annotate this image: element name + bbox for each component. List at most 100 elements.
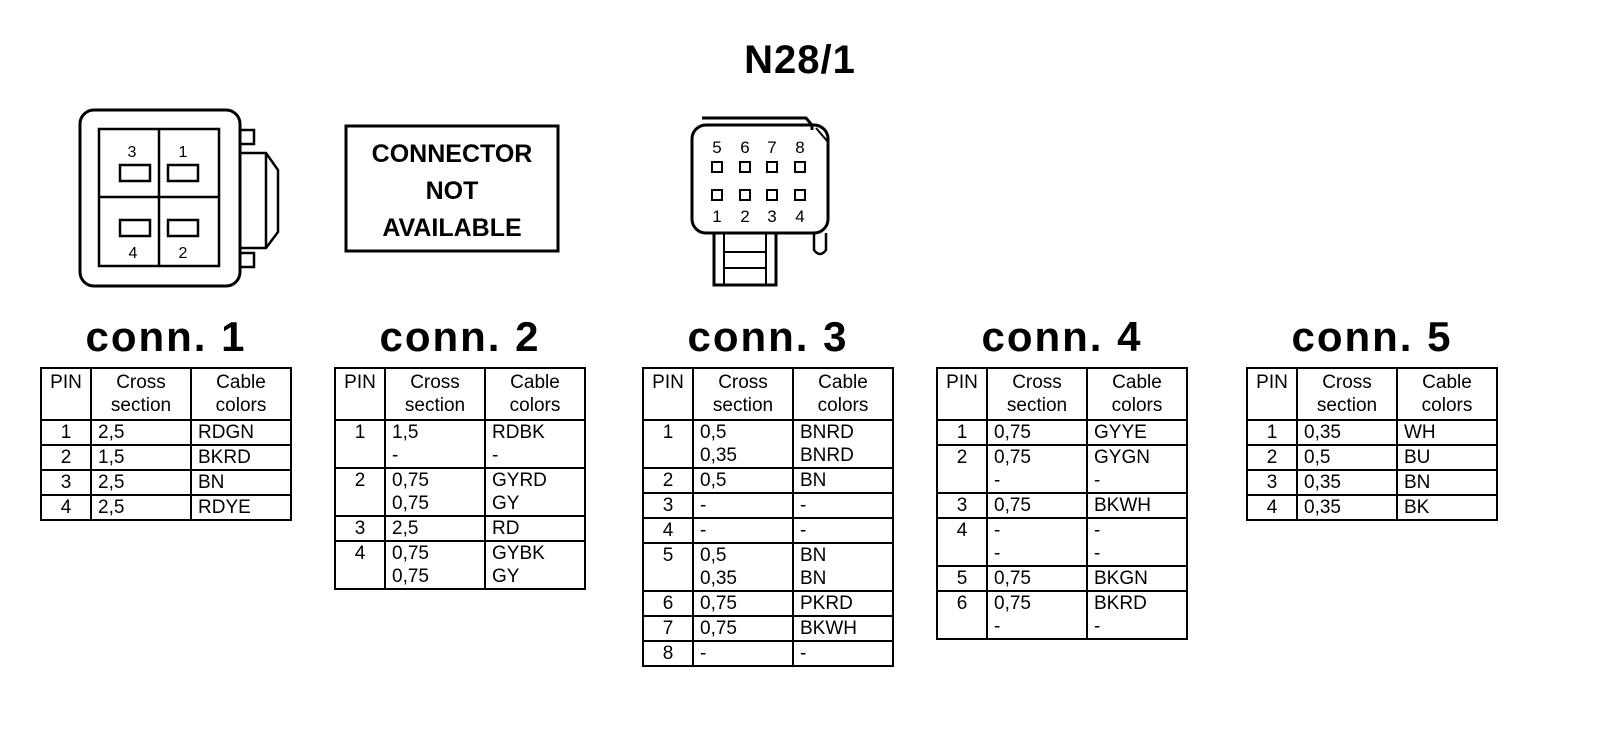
table-header-cross-section: Cross section <box>986 368 1088 421</box>
cross-section-cell: - - <box>986 518 1088 566</box>
table-header-cable-colors: Cable colors <box>484 368 586 421</box>
cable-color-cell: GYBK GY <box>484 541 586 589</box>
connector-not-available-box: CONNECTOR NOT AVAILABLE <box>344 124 560 253</box>
cross-section-cell: - <box>692 518 794 543</box>
cross-section-cell: 2,5 <box>90 470 192 495</box>
pin-cell: 4 <box>334 541 386 589</box>
connector-1-drawing <box>78 108 280 288</box>
table-header-cable-colors: Cable colors <box>190 368 292 421</box>
table-header-pin: PIN <box>642 368 694 421</box>
cross-section-cell: - <box>692 641 794 666</box>
table-header-cable-colors: Cable colors <box>1086 368 1188 421</box>
cable-color-cell: PKRD <box>792 591 894 616</box>
conn-2-heading: conn. 2 <box>379 313 541 360</box>
conn3-pin-label: 5 <box>712 138 721 157</box>
conn3-pin-label: 2 <box>740 207 749 226</box>
cross-section-cell: 0,75 - <box>986 591 1088 639</box>
cross-section-cell: 0,35 <box>1296 495 1398 520</box>
conn3-pin-label: 3 <box>767 207 776 226</box>
table-header-cross-section: Cross section <box>1296 368 1398 421</box>
not-available-line: CONNECTOR <box>372 140 533 168</box>
table-header-pin: PIN <box>1246 368 1298 421</box>
conn-4-heading: conn. 4 <box>981 313 1143 360</box>
conn1-pin-label: 1 <box>179 144 188 161</box>
cable-color-cell: BN <box>1396 470 1498 495</box>
conn-5-heading: conn. 5 <box>1291 313 1453 360</box>
pin-cell: 2 <box>40 445 92 470</box>
pin-cell: 6 <box>936 591 988 639</box>
cross-section-cell: 0,75 <box>692 616 794 641</box>
conn-3-heading: conn. 3 <box>687 313 849 360</box>
table-row: 4- -- - <box>936 518 1188 566</box>
cross-section-cell: 0,5 <box>1296 445 1398 470</box>
pin-cell: 4 <box>1246 495 1298 520</box>
table-header-pin: PIN <box>334 368 386 421</box>
pin-cell: 3 <box>1246 470 1298 495</box>
conn1-pin-label: 3 <box>128 144 137 161</box>
diagram-title: N28/1 <box>744 38 856 82</box>
cross-section-cell: 0,75 0,75 <box>384 468 486 516</box>
pin-cell: 1 <box>642 420 694 468</box>
not-available-line: NOT <box>426 177 479 205</box>
pin-cell: 5 <box>936 566 988 591</box>
pin-cell: 2 <box>936 445 988 493</box>
cable-color-cell: BN <box>792 468 894 493</box>
pin-cell: 4 <box>40 495 92 520</box>
conn3-pin-label: 7 <box>767 138 776 157</box>
cable-color-cell: BKGN <box>1086 566 1188 591</box>
cable-color-cell: BKWH <box>1086 493 1188 518</box>
table-header-cable-colors: Cable colors <box>792 368 894 421</box>
cable-color-cell: RD <box>484 516 586 541</box>
cable-color-cell: - <box>792 518 894 543</box>
pin-cell: 6 <box>642 591 694 616</box>
cable-color-cell: - <box>792 493 894 518</box>
connector-3-drawing <box>690 116 830 287</box>
cross-section-cell: 2,5 <box>90 495 192 520</box>
cross-section-cell: 0,35 <box>1296 470 1398 495</box>
table-header-pin: PIN <box>936 368 988 421</box>
pin-cell: 3 <box>642 493 694 518</box>
table-row: 8-- <box>642 641 894 666</box>
table-header-cable-colors: Cable colors <box>1396 368 1498 421</box>
cable-color-cell: BN BN <box>792 543 894 591</box>
table-header-pin: PIN <box>40 368 92 421</box>
cross-section-cell: - <box>692 493 794 518</box>
cable-color-cell: BU <box>1396 445 1498 470</box>
conn1-pin-label: 2 <box>179 245 188 262</box>
pin-cell: 1 <box>334 420 386 468</box>
conn-1-heading: conn. 1 <box>85 313 247 360</box>
cable-color-cell: BKWH <box>792 616 894 641</box>
table-header-cross-section: Cross section <box>692 368 794 421</box>
not-available-line: AVAILABLE <box>382 214 521 242</box>
pin-cell: 2 <box>1246 445 1298 470</box>
cross-section-cell: 0,35 <box>1296 420 1398 445</box>
cable-color-cell: BKRD - <box>1086 591 1188 639</box>
cable-color-cell: GYGN - <box>1086 445 1188 493</box>
cable-color-cell: - <box>792 641 894 666</box>
pin-cell: 8 <box>642 641 694 666</box>
cable-color-cell: GYRD GY <box>484 468 586 516</box>
pin-cell: 2 <box>642 468 694 493</box>
cross-section-cell: 0,75 - <box>986 445 1088 493</box>
cross-section-cell: 0,75 <box>986 493 1088 518</box>
cross-section-cell: 1,5 - <box>384 420 486 468</box>
table-row: 3-- <box>642 493 894 518</box>
